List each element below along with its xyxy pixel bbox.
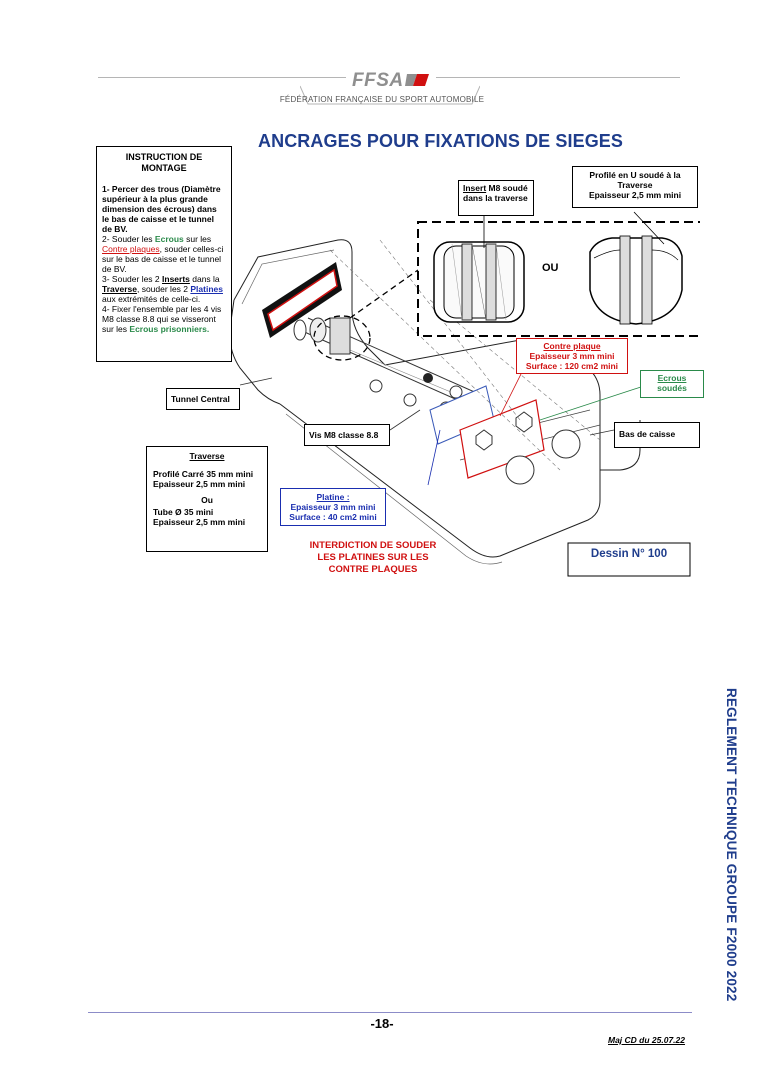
page-title: ANCRAGES POUR FIXATIONS DE SIEGES — [258, 131, 624, 151]
bas-de-caisse-text: Bas de caisse — [619, 429, 676, 439]
platine-line-2: Surface : 40 cm2 mini — [289, 512, 377, 522]
step-2-prefix: 2- Souder les — [102, 234, 155, 244]
step-2-contre-plaques: Contre plaques — [102, 244, 160, 254]
bas-de-caisse-label: Bas de caisse — [614, 422, 700, 448]
logo-flag-icon — [404, 74, 429, 86]
platine-line-1: Epaisseur 3 mm mini — [290, 502, 376, 512]
platine-box: Platine : Epaisseur 3 mm mini Surface : … — [280, 488, 386, 526]
logo-text: FFSA — [352, 70, 404, 91]
interdiction-text: INTERDICTION DE SOUDER LES PLATINES SUR … — [298, 540, 448, 576]
step-3-platines: Platines — [190, 284, 223, 294]
interdiction-line-3: CONTRE PLAQUES — [328, 564, 418, 575]
profile-u-label: Profilé en U soudé à la Traverse Epaisse… — [572, 166, 698, 208]
seat-anchor-drawing — [229, 211, 700, 577]
traverse-line-4: Epaisseur 2,5 mm mini — [153, 517, 246, 527]
step-2-mid: sur les — [183, 234, 212, 244]
side-title: REGLEMENT TECHNIQUE GROUPE F2000 2022 — [724, 688, 739, 1002]
ecrous-line-2: soudés — [657, 383, 687, 393]
ecrous-label: Ecrous soudés — [640, 370, 704, 398]
step-3-inserts: Inserts — [162, 274, 190, 284]
step-4-prefix: 4- Fixer l'ensemble par les 4 vis M8 cla… — [102, 304, 222, 334]
insert-label: Insert M8 soudé dans la traverse — [458, 180, 534, 216]
header-notch — [299, 84, 481, 108]
vis-text: Vis M8 classe 8.8 — [309, 430, 379, 440]
contre-plaque-line-1: Epaisseur 3 mm mini — [529, 351, 615, 361]
profile-u-line-3: Epaisseur 2,5 mm mini — [588, 190, 682, 200]
step-2-suffix: , souder celles-ci sur le bas de caisse … — [102, 244, 224, 274]
ffsa-logo: FFSA — [352, 70, 431, 92]
platine-title: Platine : — [316, 492, 350, 502]
vis-label: Vis M8 classe 8.8 — [304, 424, 390, 446]
page-number: -18- — [370, 1016, 394, 1031]
step-1: 1- Percer des trous (Diamètre supérieur … — [102, 184, 221, 234]
step-3-prefix: 3- Souder les 2 — [102, 274, 163, 284]
ecrous-line-1: Ecrous — [657, 373, 687, 383]
header-rule-right — [436, 77, 680, 78]
step-2-ecrous: Ecrous — [154, 234, 184, 244]
interdiction-line-2: LES PLATINES SUR LES — [317, 552, 429, 563]
profile-u-line-1: Profilé en U soudé à la — [589, 170, 681, 180]
step-4-ecrous: Ecrous prisonniers. — [129, 324, 210, 334]
step-3-mid2: , souder les 2 — [136, 284, 191, 294]
contre-plaque-title: Contre plaque — [543, 341, 601, 351]
ou-label: OU — [542, 262, 559, 274]
instruction-heading: INSTRUCTION DE MONTAGE — [125, 152, 203, 173]
traverse-box: Traverse Profilé Carré 35 mm mini Epaiss… — [146, 446, 268, 552]
interdiction-line-1: INTERDICTION DE SOUDER — [309, 540, 437, 551]
footer-rule — [88, 1012, 692, 1013]
instruction-box: INSTRUCTION DE MONTAGE 1- Percer des tro… — [96, 146, 232, 362]
tunnel-central-label: Tunnel Central — [166, 388, 240, 410]
instruction-steps: 1- Percer des trous (Diamètre supérieur … — [102, 184, 226, 334]
contre-plaque-label: Contre plaque Epaisseur 3 mm mini Surfac… — [516, 338, 628, 374]
profile-u-line-2: Traverse — [617, 180, 653, 190]
traverse-title: Traverse — [189, 451, 225, 461]
contre-plaque-line-2: Surface : 120 cm2 mini — [525, 361, 619, 371]
traverse-line-3: Tube Ø 35 mini — [153, 507, 214, 517]
insert-rest: M8 soudé dans la traverse — [463, 183, 528, 203]
update-note: Maj CD du 25.07.22 — [608, 1035, 686, 1045]
traverse-ou: Ou — [201, 495, 213, 505]
header-rule-left — [98, 77, 346, 78]
tunnel-central-text: Tunnel Central — [171, 394, 230, 404]
insert-word: Insert — [463, 183, 487, 193]
step-3-traverse: Traverse — [102, 284, 137, 294]
step-3-mid: dans la — [189, 274, 220, 284]
step-3-suffix: aux extrémités de celle-ci. — [102, 294, 201, 304]
traverse-line-1: Profilé Carré 35 mm mini — [153, 469, 254, 479]
dessin-number: Dessin N° 100 — [590, 548, 668, 560]
traverse-line-2: Epaisseur 2,5 mm mini — [153, 479, 246, 489]
federation-name: FÉDÉRATION FRANÇAISE DU SPORT AUTOMOBILE — [279, 95, 485, 104]
